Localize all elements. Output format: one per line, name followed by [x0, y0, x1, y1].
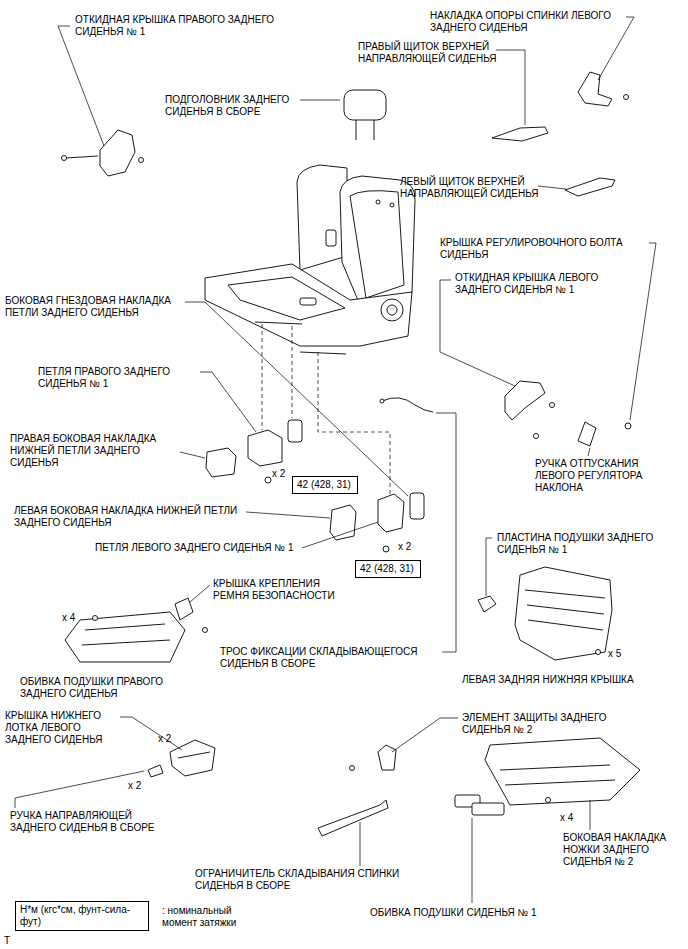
part-label: КРЫШКА НИЖНЕГО ЛОТКА ЛЕВОГО ЗАДНЕГО СИДЕ…: [5, 710, 120, 746]
part-label: ОТКИДНАЯ КРЫШКА ПРАВОГО ЗАДНЕГО СИДЕНЬЯ …: [75, 14, 295, 38]
part-label: КРЫШКА РЕГУЛИРОВОЧНОГО БОЛТА СИДЕНЬЯ: [440, 237, 645, 261]
box-text: 42 (428, 31): [360, 563, 414, 575]
legend-note: : номинальный момент затяжки: [162, 905, 262, 929]
part-label: ПРАВЫЙ ЩИТОК ВЕРХНЕЙ НАПРАВЛЯЮЩЕЙ СИДЕНЬ…: [358, 41, 528, 65]
torque-box: 42 (428, 31): [355, 560, 421, 578]
quantity-label: x 2: [158, 733, 188, 745]
part-label: ОБИВКА ПОДУШКИ СИДЕНЬЯ № 1: [370, 907, 575, 919]
figure-code: T: [4, 935, 24, 947]
part-label: ПРАВАЯ БОКОВАЯ НАКЛАДКА НИЖНЕЙ ПЕТЛИ ЗАД…: [10, 433, 180, 469]
part-label: ОТКИДНАЯ КРЫШКА ЛЕВОГО ЗАДНЕГО СИДЕНЬЯ №…: [455, 272, 630, 296]
box-text: 42 (428, 31): [297, 479, 351, 491]
part-label: ОГРАНИЧИТЕЛЬ СКЛАДЫВАНИЯ СПИНКИ СИДЕНЬЯ …: [195, 868, 420, 892]
quantity-label: x 5: [608, 648, 638, 660]
part-label: ЛЕВЫЙ ЩИТОК ВЕРХНЕЙ НАПРАВЛЯЮЩЕЙ СИДЕНЬЯ: [400, 176, 550, 200]
box-text: Н*м (кгс*см, фунт-сила-фут): [20, 904, 142, 928]
torque-box: 42 (428, 31): [292, 476, 358, 494]
part-label: ПЕТЛЯ ПРАВОГО ЗАДНЕГО СИДЕНЬЯ № 1: [38, 366, 198, 390]
legend-unit-box: Н*м (кгс*см, фунт-сила-фут): [15, 901, 149, 931]
part-label: КРЫШКА КРЕПЛЕНИЯ РЕМНЯ БЕЗОПАСНОСТИ: [213, 578, 348, 602]
part-label: РУЧКА НАПРАВЛЯЮЩЕЙ ЗАДНЕГО СИДЕНЬЯ В СБО…: [10, 810, 175, 834]
part-label: ЛЕВАЯ БОКОВАЯ НАКЛАДКА НИЖНЕЙ ПЕТЛИ ЗАДН…: [14, 505, 264, 529]
part-label: БОКОВАЯ ГНЕЗДОВАЯ НАКЛАДКА ПЕТЛИ ЗАДНЕГО…: [5, 295, 200, 319]
quantity-label: x 2: [128, 780, 158, 792]
part-label: БОКОВАЯ НАКЛАДКА НОЖКИ ЗАДНЕГО СИДЕНЬЯ №…: [563, 832, 683, 868]
part-label: ПЛАСТИНА ПОДУШКИ ЗАДНЕГО СИДЕНЬЯ № 1: [497, 532, 677, 556]
part-label: РУЧКА ОТПУСКАНИЯ ЛЕВОГО РЕГУЛЯТОРА НАКЛО…: [535, 458, 665, 494]
part-label: ПОДГОЛОВНИК ЗАДНЕГО СИДЕНЬЯ В СБОРЕ: [165, 94, 310, 118]
quantity-label: x 2: [398, 541, 428, 553]
part-label: ОБИВКА ПОДУШКИ ПРАВОГО ЗАДНЕГО СИДЕНЬЯ: [20, 676, 195, 700]
part-label: ЭЛЕМЕНТ ЗАЩИТЫ ЗАДНЕГО СИДЕНЬЯ № 2: [462, 712, 632, 736]
quantity-label: x 4: [62, 612, 92, 624]
part-label: ТРОС ФИКСАЦИИ СКЛАДЫВАЮЩЕГОСЯ СИДЕНЬЯ В …: [220, 646, 438, 670]
part-label: ПЕТЛЯ ЛЕВОГО ЗАДНЕГО СИДЕНЬЯ № 1: [95, 542, 335, 554]
quantity-label: x 4: [560, 812, 590, 824]
part-label: ЛЕВАЯ ЗАДНЯЯ НИЖНЯЯ КРЫШКА: [462, 674, 677, 686]
part-label: НАКЛАДКА ОПОРЫ СПИНКИ ЛЕВОГО ЗАДНЕГО СИД…: [430, 10, 630, 34]
